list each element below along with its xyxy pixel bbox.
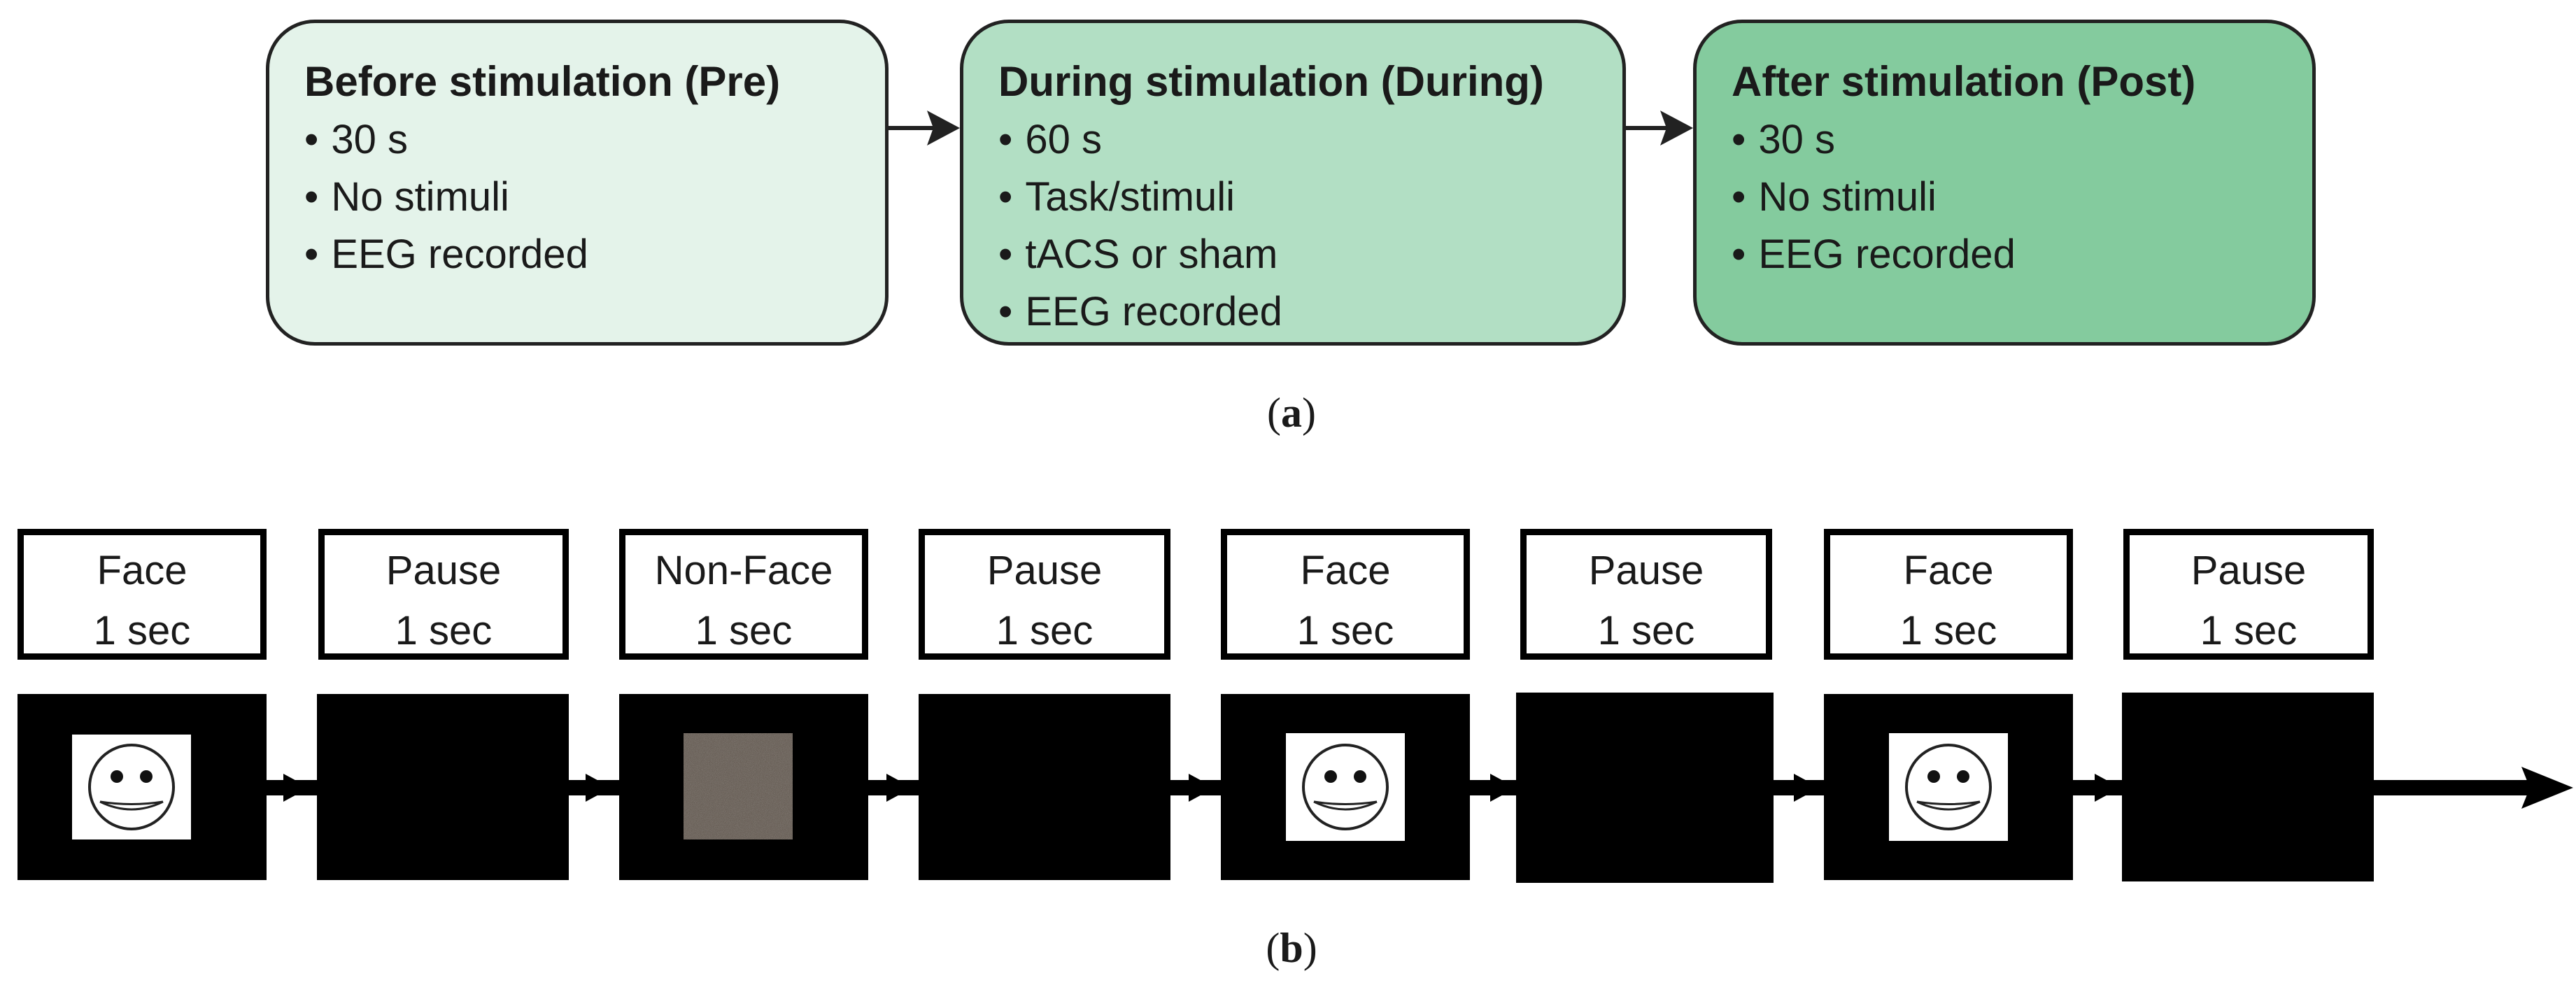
noise-patch-icon — [684, 733, 793, 839]
timeline-tick-arrow — [1189, 774, 1215, 802]
phase-during-item: EEG recorded — [998, 283, 1622, 341]
trial-duration: 1 sec — [996, 608, 1094, 653]
phase-post-item: 30 s — [1732, 111, 2312, 169]
phase-pre-item: EEG recorded — [304, 226, 885, 283]
trial-label-box: Face 1 sec — [1824, 529, 2073, 660]
trial-screen-pause — [919, 694, 1170, 880]
trial-label-box: Non-Face 1 sec — [619, 529, 868, 660]
trial-label: Face — [1903, 548, 1994, 593]
face-stimulus — [72, 735, 191, 839]
trial-label-box: Pause 1 sec — [1520, 529, 1772, 660]
face-stimulus — [1889, 733, 2008, 841]
trial-screen-nonface — [619, 694, 868, 880]
trial-label-box: Face 1 sec — [1221, 529, 1470, 660]
smiley-face-icon — [88, 744, 175, 830]
trial-screen-pause — [317, 694, 569, 880]
timeline-tick-arrow — [1794, 774, 1820, 802]
trial-label-box: Pause 1 sec — [919, 529, 1170, 660]
phase-during-list: 60 s Task/stimuli tACS or sham EEG recor… — [998, 111, 1622, 341]
trial-label: Pause — [986, 548, 1103, 593]
arrow-pre-to-during — [889, 111, 960, 146]
trial-duration: 1 sec — [395, 608, 493, 653]
phase-post-item: EEG recorded — [1732, 226, 2312, 283]
trial-label: Pause — [1588, 548, 1704, 593]
phase-during-item: 60 s — [998, 111, 1622, 169]
timeline-arrowhead — [2521, 767, 2573, 809]
trial-duration: 1 sec — [1597, 608, 1695, 653]
trial-label: Face — [97, 548, 187, 593]
noise-stimulus — [684, 733, 793, 839]
phase-during-title: During stimulation (During) — [998, 58, 1544, 105]
smiley-face-icon — [1905, 744, 1992, 830]
phase-during-item: tACS or sham — [998, 226, 1622, 283]
trial-label-box: Pause 1 sec — [2123, 529, 2374, 660]
trial-duration: 1 sec — [93, 608, 191, 653]
phase-during-item: Task/stimuli — [998, 169, 1622, 226]
face-stimulus — [1286, 733, 1405, 841]
phase-post: After stimulation (Post) 30 s No stimuli… — [1693, 20, 2316, 346]
trial-screen-pause — [1516, 693, 1774, 883]
trial-label: Face — [1300, 548, 1391, 593]
timeline-tick-arrow — [586, 774, 611, 802]
phase-arrows — [889, 111, 1693, 146]
trial-screen-face — [1221, 694, 1470, 880]
phase-pre: Before stimulation (Pre) 30 s No stimuli… — [266, 20, 889, 346]
timeline-tick-arrow — [283, 774, 309, 802]
caption-a-letter: a — [1281, 390, 1302, 436]
phase-during: During stimulation (During) 60 s Task/st… — [960, 20, 1626, 346]
trial-duration: 1 sec — [1899, 608, 1997, 653]
phase-pre-list: 30 s No stimuli EEG recorded — [304, 111, 885, 283]
trial-label: Pause — [385, 548, 502, 593]
caption-b: (b) — [1266, 925, 1317, 971]
trial-duration: 1 sec — [695, 608, 793, 653]
trial-label: Pause — [2191, 548, 2307, 593]
phase-pre-item: No stimuli — [304, 169, 885, 226]
smiley-face-icon — [1302, 744, 1389, 830]
trial-label: Non-Face — [654, 548, 833, 593]
caption-b-letter: b — [1280, 925, 1303, 971]
phase-post-item: No stimuli — [1732, 169, 2312, 226]
caption-a: (a) — [1267, 390, 1316, 436]
phase-pre-item: 30 s — [304, 111, 885, 169]
trial-screen-face — [1824, 694, 2073, 880]
timeline-tick-arrow — [2095, 774, 2121, 802]
trial-screen-face — [17, 694, 267, 880]
phase-post-list: 30 s No stimuli EEG recorded — [1732, 111, 2312, 283]
trial-duration: 1 sec — [2200, 608, 2298, 653]
trial-duration: 1 sec — [1296, 608, 1394, 653]
arrow-during-to-post — [1626, 111, 1693, 146]
trial-label-box: Face 1 sec — [17, 529, 267, 660]
trial-screen-pause — [2122, 693, 2374, 881]
trial-label-box: Pause 1 sec — [318, 529, 569, 660]
phase-post-title: After stimulation (Post) — [1732, 58, 2196, 105]
phase-pre-title: Before stimulation (Pre) — [304, 58, 781, 105]
timeline-tick-arrow — [886, 774, 912, 802]
timeline-tick-arrow — [1490, 774, 1516, 802]
